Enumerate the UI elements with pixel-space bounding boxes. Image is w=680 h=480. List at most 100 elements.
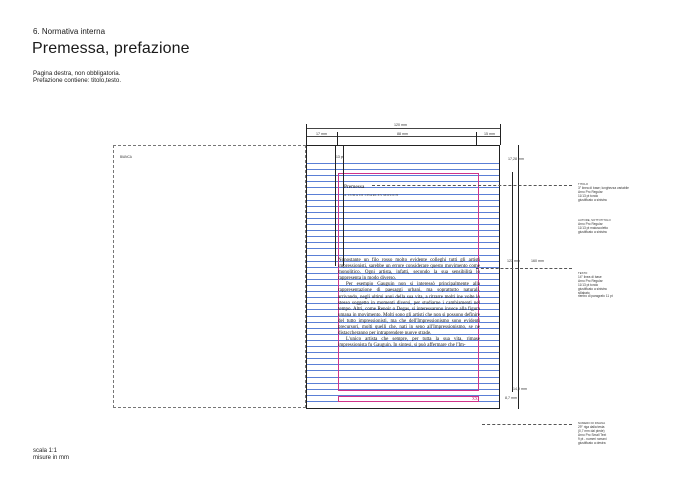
dim-tick bbox=[337, 132, 338, 145]
baseline-grid-line bbox=[307, 358, 499, 360]
dim-bottom-b: 8,7 mm bbox=[505, 396, 517, 400]
baseline-grid-line bbox=[307, 248, 499, 250]
baseline-grid-line bbox=[307, 169, 499, 171]
baseline-grid-line bbox=[307, 370, 499, 372]
leader-folio bbox=[482, 424, 572, 425]
scale-note: scala 1:1 misure in mm bbox=[33, 448, 69, 462]
annotation-title: TITOLO 3° linea di base; lunghezza varia… bbox=[578, 182, 648, 203]
baseline-grid-line bbox=[307, 364, 499, 366]
dim-left-margin: 17 mm bbox=[316, 132, 327, 136]
baseline-grid-line bbox=[307, 388, 499, 390]
folio-frame bbox=[338, 396, 479, 402]
dim-page-height-line bbox=[518, 145, 519, 409]
body-paragraph: L'unico artista che sempre, per tutta la… bbox=[338, 337, 480, 349]
text-block-frame bbox=[338, 173, 479, 391]
annotation-folio: NUMERO DI PAGINA 29° riga dalla testa (0… bbox=[578, 421, 648, 445]
annotation-line: giustificato a sinistra bbox=[578, 286, 607, 291]
left-page-placeholder: BIANCA bbox=[113, 145, 306, 408]
annotation-line: 29° riga dalla testa bbox=[578, 424, 605, 429]
annotation-line: Arno Pro Regular bbox=[578, 278, 603, 283]
baseline-grid-line bbox=[307, 285, 499, 286]
baseline-grid-line bbox=[307, 242, 499, 244]
annotation-line: Arno Pro Regular bbox=[578, 189, 603, 194]
dim-text-height: 123 mm bbox=[507, 259, 520, 263]
baseline-grid-line bbox=[307, 321, 499, 323]
dim-top-margin: 17,28 mm bbox=[508, 157, 524, 161]
annotation-line: Arno Pro Small Text bbox=[578, 432, 607, 437]
baseline-grid-line bbox=[307, 315, 499, 317]
leader-text bbox=[476, 268, 572, 269]
annotation-line: 11/13 pt maiuscoletto bbox=[578, 225, 609, 230]
annotation-label: TITOLO bbox=[578, 182, 589, 186]
dim-line-inner bbox=[306, 136, 500, 137]
baseline-grid-line bbox=[307, 394, 499, 396]
baseline-grid-line bbox=[307, 199, 499, 201]
dim-right-margin: 15 mm bbox=[484, 132, 495, 136]
dim-tick bbox=[476, 132, 477, 145]
annotation-line: giustificato a sinistra bbox=[578, 197, 607, 202]
annotation-line: 14° linea di base bbox=[578, 274, 602, 279]
baseline-grid-line bbox=[307, 260, 499, 262]
scale-label: scala 1:1 bbox=[33, 448, 58, 454]
baseline-grid-line bbox=[307, 352, 499, 354]
baseline-grid-line bbox=[307, 303, 499, 305]
baseline-grid-line bbox=[307, 230, 499, 232]
baseline-grid-line bbox=[307, 187, 499, 189]
folio-number: XX bbox=[472, 396, 478, 401]
left-page-label: BIANCA bbox=[120, 155, 132, 159]
baseline-grid-line bbox=[307, 333, 499, 335]
annotation-line: giustificato a destra bbox=[578, 440, 606, 445]
dim-tick bbox=[306, 124, 307, 145]
units-label: misure in mm bbox=[33, 455, 70, 461]
baseline-grid-line bbox=[307, 309, 499, 311]
annotation-line: sillabato bbox=[578, 290, 590, 295]
annotation-line: Arno Pro Regular bbox=[578, 221, 603, 226]
annotation-author: AUTORE, SOTTOTITOLO Arno Pro Regular 11/… bbox=[578, 218, 648, 235]
annotation-line: 11/13 pt tondo bbox=[578, 193, 599, 198]
annotation-label: TESTO bbox=[578, 271, 588, 275]
annotation-line: 9 pt - numeri romani bbox=[578, 436, 607, 441]
dim-text-height-line bbox=[512, 172, 513, 392]
margin-guide bbox=[335, 146, 336, 266]
body-paragraph: Per esempio Gauguin non si interessò pri… bbox=[338, 282, 480, 337]
dim-total-width: 120 mm bbox=[394, 123, 407, 127]
baseline-grid-line bbox=[307, 278, 499, 280]
baseline-grid-line bbox=[307, 254, 499, 256]
baseline-grid-line bbox=[307, 297, 499, 299]
baseline-grid-line bbox=[307, 346, 499, 347]
baseline-grid-line bbox=[307, 193, 499, 195]
baseline-grid-line bbox=[307, 272, 499, 274]
annotation-label: NUMERO DI PAGINA bbox=[578, 421, 606, 425]
annotation-text: TESTO 14° linea di base Arno Pro Regular… bbox=[578, 271, 648, 299]
description-line: Pagina destra, non obbligatoria. bbox=[33, 70, 121, 77]
baseline-grid-line bbox=[307, 217, 499, 219]
baseline-grid-line bbox=[307, 175, 499, 177]
baseline-grid-line bbox=[307, 236, 499, 238]
baseline-grid-line bbox=[307, 181, 499, 183]
dim-line-total bbox=[306, 128, 500, 129]
baseline-grid-line bbox=[307, 339, 499, 341]
preface-body: Nonostante un filo rosso molto evidente … bbox=[338, 258, 480, 349]
section-number: 6. Normativa interna bbox=[33, 27, 106, 36]
dim-tick bbox=[500, 124, 501, 145]
baseline-grid-line bbox=[307, 382, 499, 384]
body-paragraph: Nonostante un filo rosso molto evidente … bbox=[338, 258, 480, 282]
margin-guide bbox=[343, 146, 344, 266]
page-title: Premessa, prefazione bbox=[32, 40, 190, 57]
baseline-grid-line bbox=[307, 205, 499, 207]
leader-title bbox=[372, 185, 572, 186]
annotation-line: 3° linea di base; lunghezza variabile bbox=[578, 185, 629, 190]
annotation-line: giustificato a sinistra bbox=[578, 229, 607, 234]
baseline-grid-line bbox=[307, 163, 499, 164]
description-line: Prefazione contiene: titolo,testo. bbox=[33, 77, 122, 85]
baseline-grid-line bbox=[307, 291, 499, 293]
annotation-line: rientro di paragrafo 11 pt bbox=[578, 294, 613, 299]
dim-bottom-a: 14,9 mm bbox=[513, 387, 527, 391]
baseline-grid-line bbox=[307, 224, 499, 225]
baseline-grid-line bbox=[307, 266, 499, 268]
annotation-line: (0,7 mm dal piede) bbox=[578, 428, 605, 433]
preface-author: A CURA DI CHARLES MOSICH bbox=[344, 193, 399, 197]
recto-page-layout: 13 pt Premessa A CURA DI CHARLES MOSICH … bbox=[306, 145, 500, 409]
annotation-label: AUTORE, SOTTOTITOLO bbox=[578, 218, 611, 222]
annotation-line: 11/13 pt tondo bbox=[578, 282, 599, 287]
